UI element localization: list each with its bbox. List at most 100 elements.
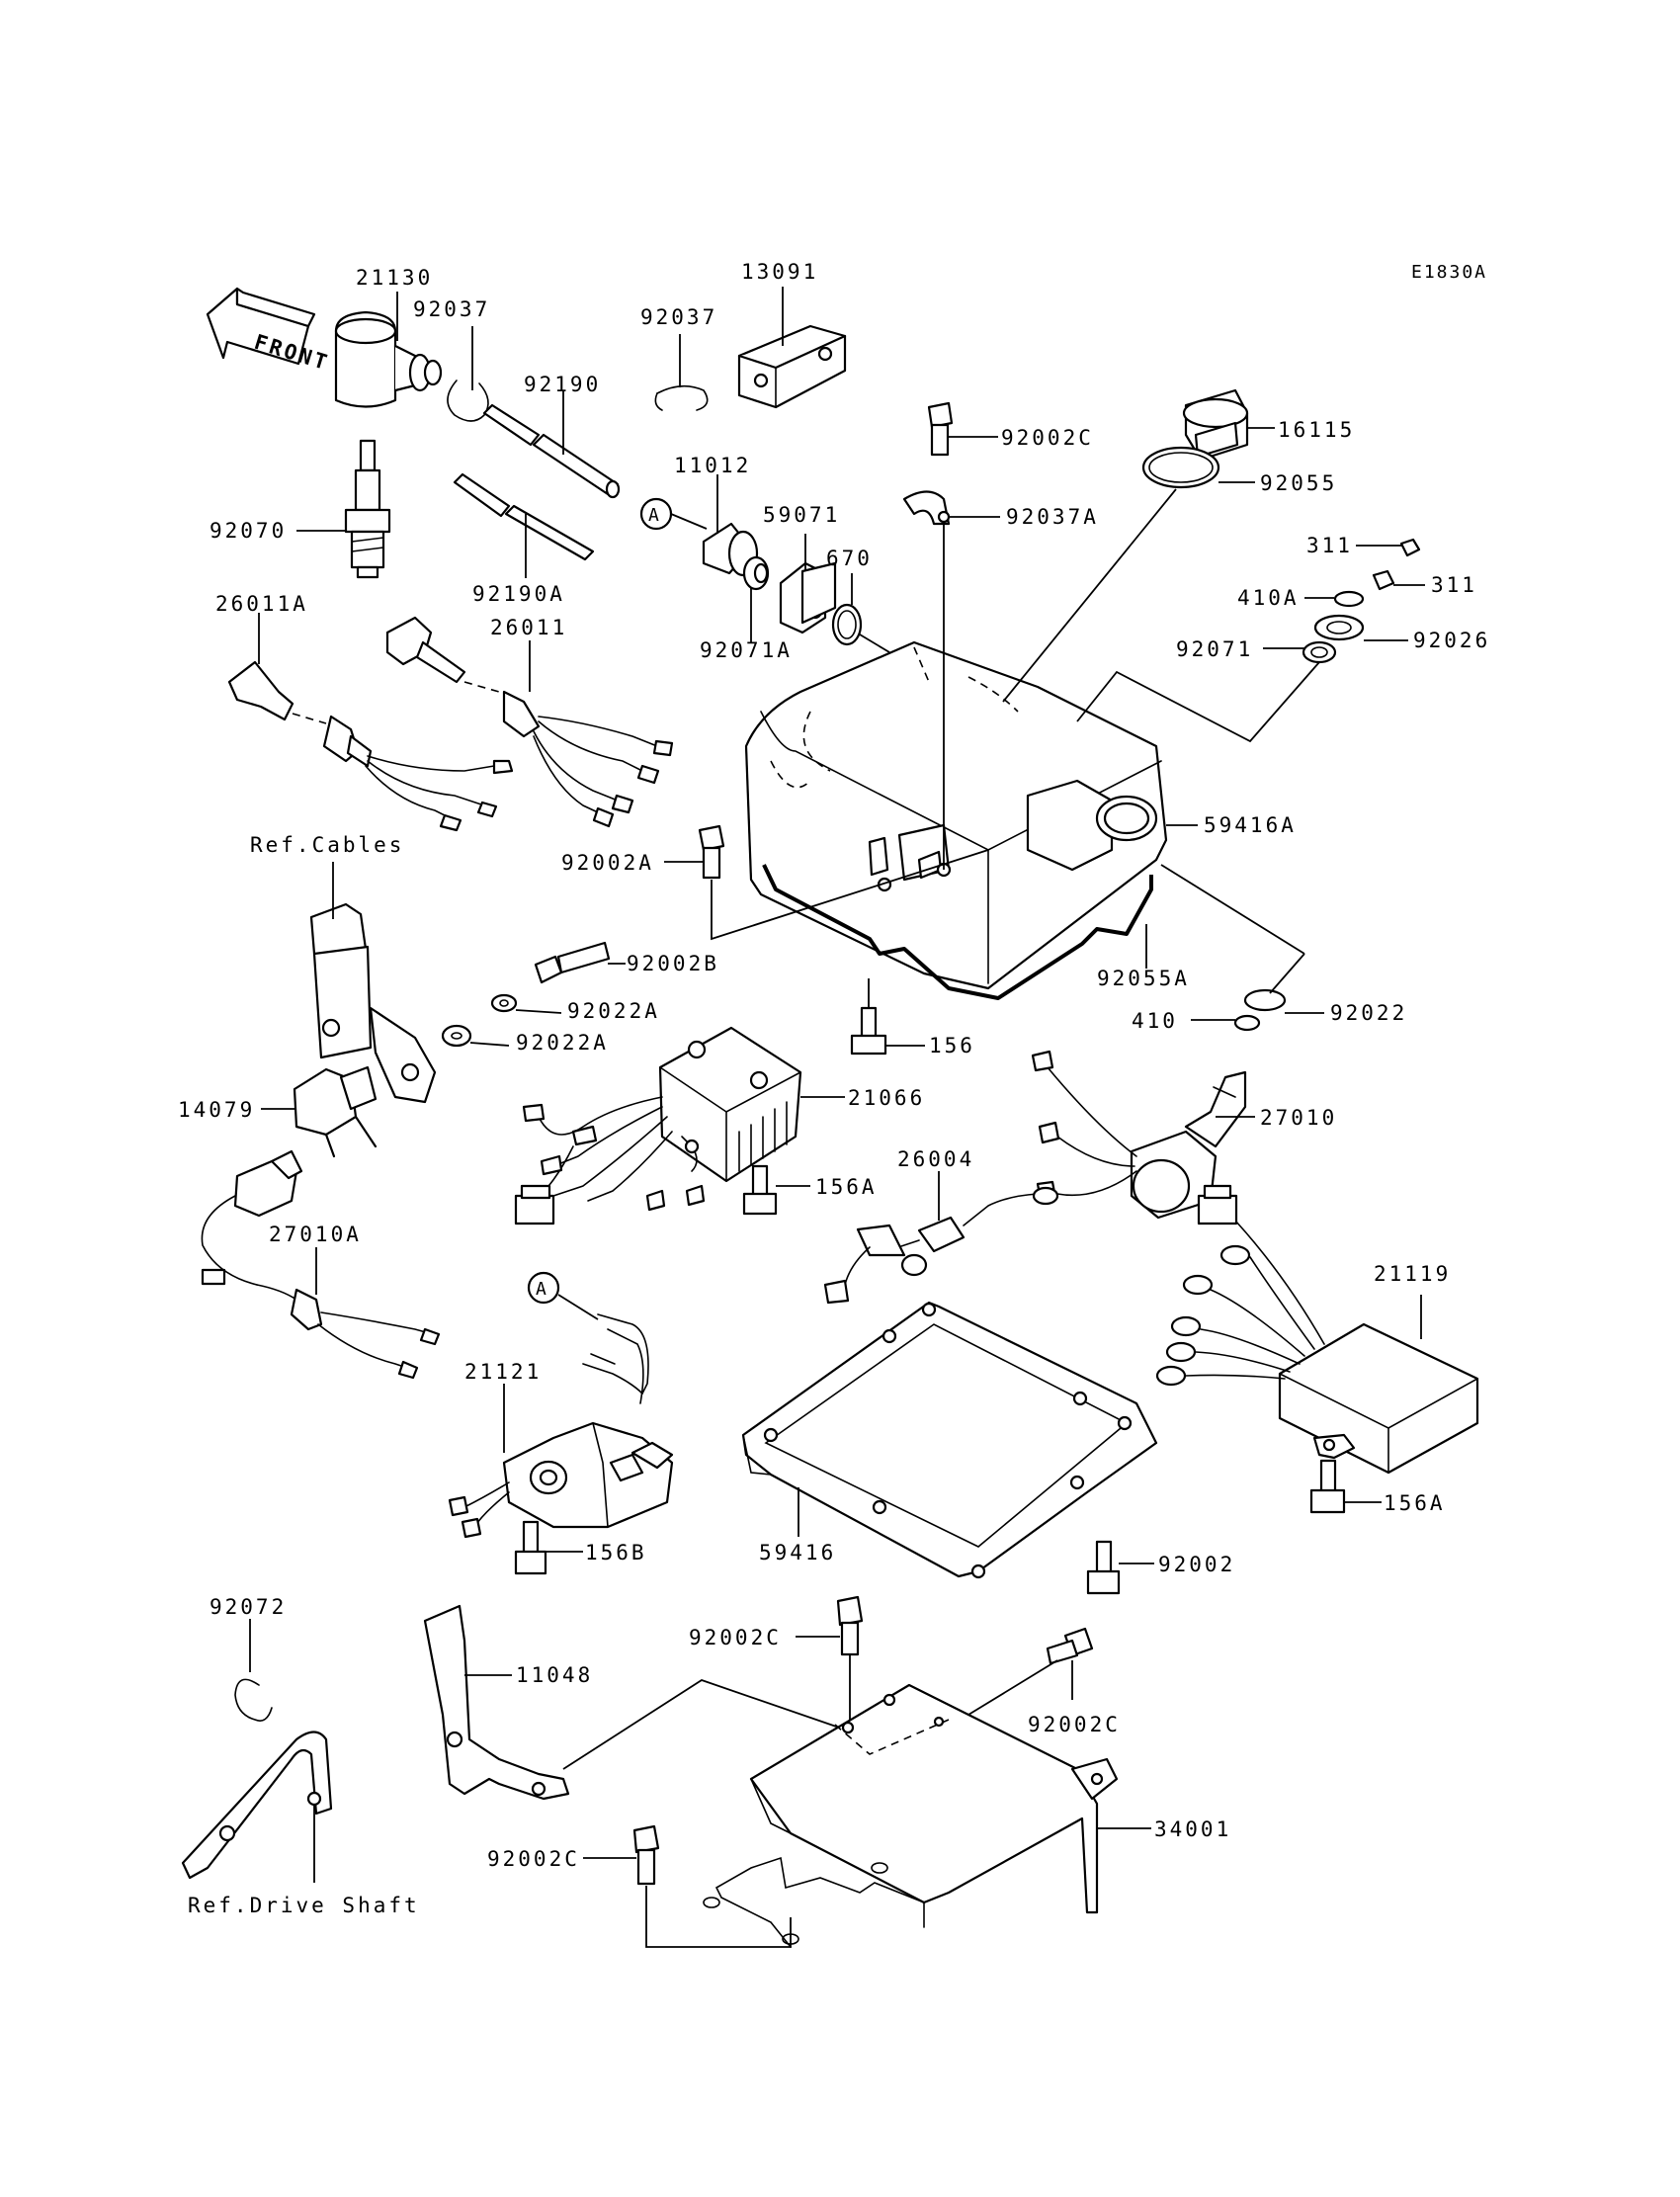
tube-92190A xyxy=(453,472,595,578)
bolt-92002 xyxy=(1086,1540,1154,1595)
label-92002C-bottom-left: 92002C xyxy=(487,1847,580,1871)
o-ring-670 xyxy=(831,573,890,653)
label-92037A: 92037A xyxy=(1006,505,1099,529)
bolt-92002C-top xyxy=(927,401,998,457)
ref-cables-label: Ref.Cables xyxy=(250,833,404,857)
callout-a-bottom-text: A xyxy=(536,1279,548,1300)
regulator-21066 xyxy=(514,1026,845,1225)
label-59071: 59071 xyxy=(763,503,840,527)
label-34001: 34001 xyxy=(1154,1817,1231,1841)
label-92055A: 92055A xyxy=(1097,967,1190,990)
label-21130: 21130 xyxy=(356,266,433,290)
lead-26011A xyxy=(227,613,514,832)
clip-92037-left xyxy=(447,326,489,422)
cables-bracket xyxy=(309,862,437,1104)
label-21121: 21121 xyxy=(464,1360,542,1384)
grommet-92071A xyxy=(742,555,770,642)
label-156B: 156B xyxy=(585,1541,647,1564)
label-92190: 92190 xyxy=(524,373,601,396)
callout-a-top: A xyxy=(639,497,708,531)
coil-21121 xyxy=(448,1313,674,1539)
bracket-34001 xyxy=(703,1683,1151,1948)
plug-cap-21130 xyxy=(334,292,443,408)
callout-a-top-text: A xyxy=(648,505,661,526)
label-410: 410 xyxy=(1132,1009,1178,1033)
label-13091: 13091 xyxy=(741,260,818,284)
gasket-92055A xyxy=(762,864,1153,1000)
label-92002C-top: 92002C xyxy=(1001,426,1094,450)
bolt-92002C-bottom-center xyxy=(796,1595,864,1720)
switch-27010 xyxy=(1031,1050,1255,1220)
resistor-26004 xyxy=(823,1171,1057,1305)
label-311-lower: 311 xyxy=(1431,573,1477,597)
label-156: 156 xyxy=(929,1034,975,1057)
bolt-92002A xyxy=(664,824,989,941)
label-27010A: 27010A xyxy=(269,1223,362,1246)
washer-92022A-lower xyxy=(441,1024,510,1048)
label-92026: 92026 xyxy=(1413,629,1490,652)
nut-311-lower xyxy=(1372,569,1425,591)
label-92002C-bottom-center: 92002C xyxy=(689,1626,782,1649)
label-21066: 21066 xyxy=(848,1086,925,1110)
bracket-13091 xyxy=(737,287,847,409)
grommet-92026 xyxy=(1313,614,1408,641)
label-92072: 92072 xyxy=(210,1595,287,1619)
washer-410A xyxy=(1304,590,1365,608)
label-92022: 92022 xyxy=(1330,1001,1407,1025)
label-59416: 59416 xyxy=(759,1541,836,1564)
stay-11048 xyxy=(423,1604,846,1801)
label-92070: 92070 xyxy=(210,519,287,543)
label-311-upper: 311 xyxy=(1306,534,1353,557)
washer-92022 xyxy=(1160,864,1324,1014)
label-16115: 16115 xyxy=(1278,418,1355,442)
nut-311-upper xyxy=(1356,538,1421,557)
clip-92037-center xyxy=(654,334,709,411)
label-92002C-bottom-right: 92002C xyxy=(1028,1713,1121,1736)
clamp-92037A xyxy=(902,490,1000,870)
ignizer-21119 xyxy=(1155,1184,1479,1475)
spark-plug-92070 xyxy=(296,439,391,579)
switch-27010A xyxy=(201,1149,441,1380)
label-670: 670 xyxy=(826,547,873,570)
label-92190A: 92190A xyxy=(472,582,565,606)
label-92022A-upper: 92022A xyxy=(567,999,660,1023)
lead-26011 xyxy=(385,616,674,828)
drive-shaft-bracket xyxy=(181,1731,333,1883)
washer-410 xyxy=(1191,1014,1261,1032)
tube-92190 xyxy=(482,390,621,499)
label-92071A: 92071A xyxy=(700,638,793,662)
washer-92022A-upper xyxy=(490,993,562,1014)
bolt-156A-middle xyxy=(742,1164,810,1216)
cap-16115 xyxy=(1182,388,1275,462)
bolt-156A-right xyxy=(1309,1459,1382,1514)
label-92071: 92071 xyxy=(1176,637,1253,661)
label-92037-center: 92037 xyxy=(640,305,717,329)
bolt-156 xyxy=(850,978,925,1056)
fitting-59071 xyxy=(779,534,837,634)
ref-drive-shaft-label: Ref.Drive Shaft xyxy=(188,1894,420,1917)
clip-92072 xyxy=(234,1619,273,1722)
label-92002: 92002 xyxy=(1158,1553,1235,1576)
bolt-156B xyxy=(514,1520,583,1575)
label-11012: 11012 xyxy=(674,454,751,477)
label-156A-right: 156A xyxy=(1384,1491,1446,1515)
label-92002A: 92002A xyxy=(561,851,654,875)
label-26011: 26011 xyxy=(490,616,567,639)
label-59416A: 59416A xyxy=(1204,813,1297,837)
connector-14079 xyxy=(261,1065,378,1158)
label-27010: 27010 xyxy=(1260,1106,1337,1130)
label-92055: 92055 xyxy=(1260,471,1337,495)
label-14079: 14079 xyxy=(178,1098,255,1122)
label-92002B: 92002B xyxy=(627,952,719,975)
label-11048: 11048 xyxy=(516,1663,593,1687)
o-ring-92055 xyxy=(1002,446,1255,703)
label-92037-left: 92037 xyxy=(413,297,490,321)
label-156A-middle: 156A xyxy=(815,1175,878,1199)
label-26011A: 26011A xyxy=(215,592,308,616)
base-59416 xyxy=(741,1301,1158,1579)
front-arrow: FRONT xyxy=(206,287,332,376)
grommet-92071 xyxy=(1076,640,1337,743)
bolt-92002C-bottom-left xyxy=(583,1824,792,1948)
label-92022A-lower: 92022A xyxy=(516,1031,609,1055)
